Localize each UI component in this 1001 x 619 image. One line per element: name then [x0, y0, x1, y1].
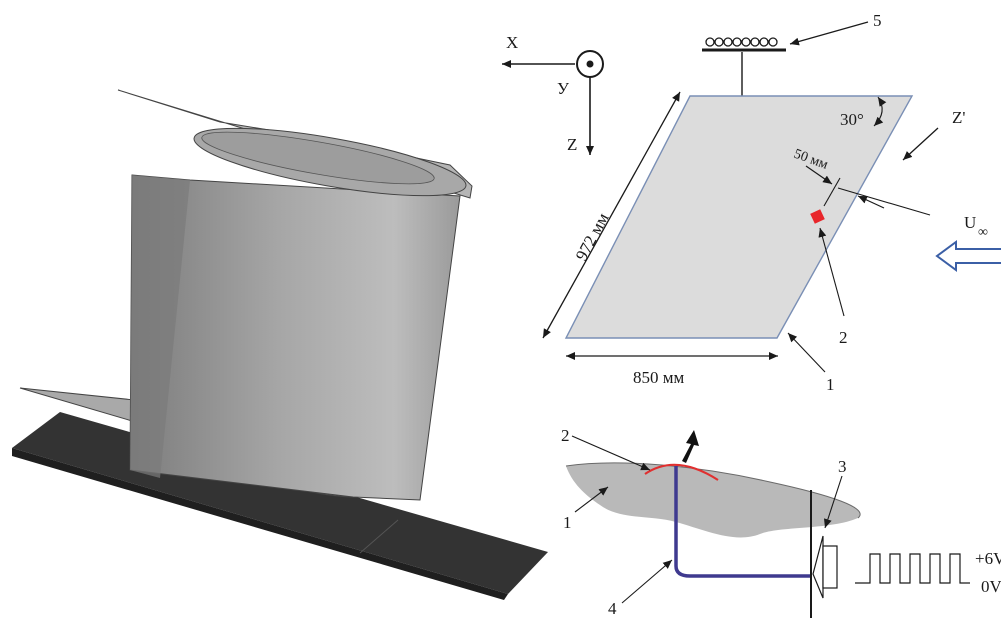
part-4-label: 4	[608, 599, 617, 618]
width-850-label: 850 мм	[633, 368, 685, 387]
cable-part-4	[674, 466, 811, 578]
part-5-label: 5	[873, 11, 882, 30]
axis-x-label: X	[506, 33, 518, 52]
length-972-label: 972 мм	[572, 209, 613, 263]
angle-label: 30°	[840, 110, 864, 129]
flow-label: U	[964, 213, 976, 232]
flow-subscript: ∞	[978, 225, 988, 240]
part-1-top-label: 1	[826, 375, 835, 394]
airfoil-section	[566, 462, 861, 538]
coordinate-axes: X У Z	[502, 33, 604, 155]
y-axis-symbol	[576, 50, 604, 78]
part-3-label: 3	[838, 457, 847, 476]
wing-3d-model	[12, 89, 548, 600]
voltage-high-label: +6V	[975, 549, 1001, 568]
axis-y-label: У	[557, 79, 570, 98]
part-2-top-label: 2	[839, 328, 848, 347]
plate-schematic: X У Z 5 2 1 30°	[502, 11, 1001, 394]
upward-arrow	[682, 430, 699, 463]
top-end-ellipse-inner	[201, 131, 435, 185]
part-2-bottom-label: 2	[561, 426, 570, 445]
axis-z-prime-label: Z'	[952, 108, 965, 127]
flow-arrow: U ∞	[935, 213, 1001, 272]
square-wave	[855, 553, 970, 584]
angle-arc	[873, 96, 887, 127]
swept-plate	[564, 95, 914, 339]
wing-shade	[130, 175, 190, 478]
film-arc	[644, 463, 719, 481]
axis-z-label: Z	[567, 135, 577, 154]
sensor-cross-section: +6V 0V 2 1 3 4	[561, 426, 1001, 618]
sensor-square	[810, 209, 825, 224]
airfoil-contour	[565, 462, 861, 519]
speaker-part-3	[810, 490, 838, 618]
base-plate-edge	[12, 448, 508, 600]
base-plate-seam	[359, 519, 399, 554]
voltage-low-label: 0V	[981, 577, 1001, 596]
part-1-bottom-label: 1	[563, 513, 572, 532]
